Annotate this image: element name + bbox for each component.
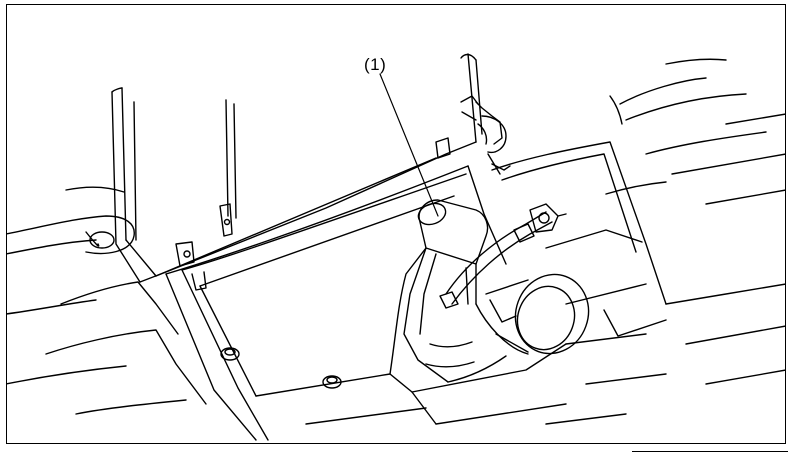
line-drawing bbox=[6, 53, 786, 441]
filter-canister bbox=[403, 199, 590, 383]
lid-latch bbox=[460, 95, 511, 175]
callout-label: (1) bbox=[364, 55, 387, 74]
right-compartment bbox=[491, 58, 786, 425]
floor-contours-left bbox=[6, 186, 207, 415]
lower-panels bbox=[305, 247, 567, 425]
callout-leader bbox=[379, 73, 439, 217]
corner-mark bbox=[632, 451, 788, 452]
storage-tray bbox=[165, 165, 507, 441]
open-lid bbox=[111, 53, 483, 283]
